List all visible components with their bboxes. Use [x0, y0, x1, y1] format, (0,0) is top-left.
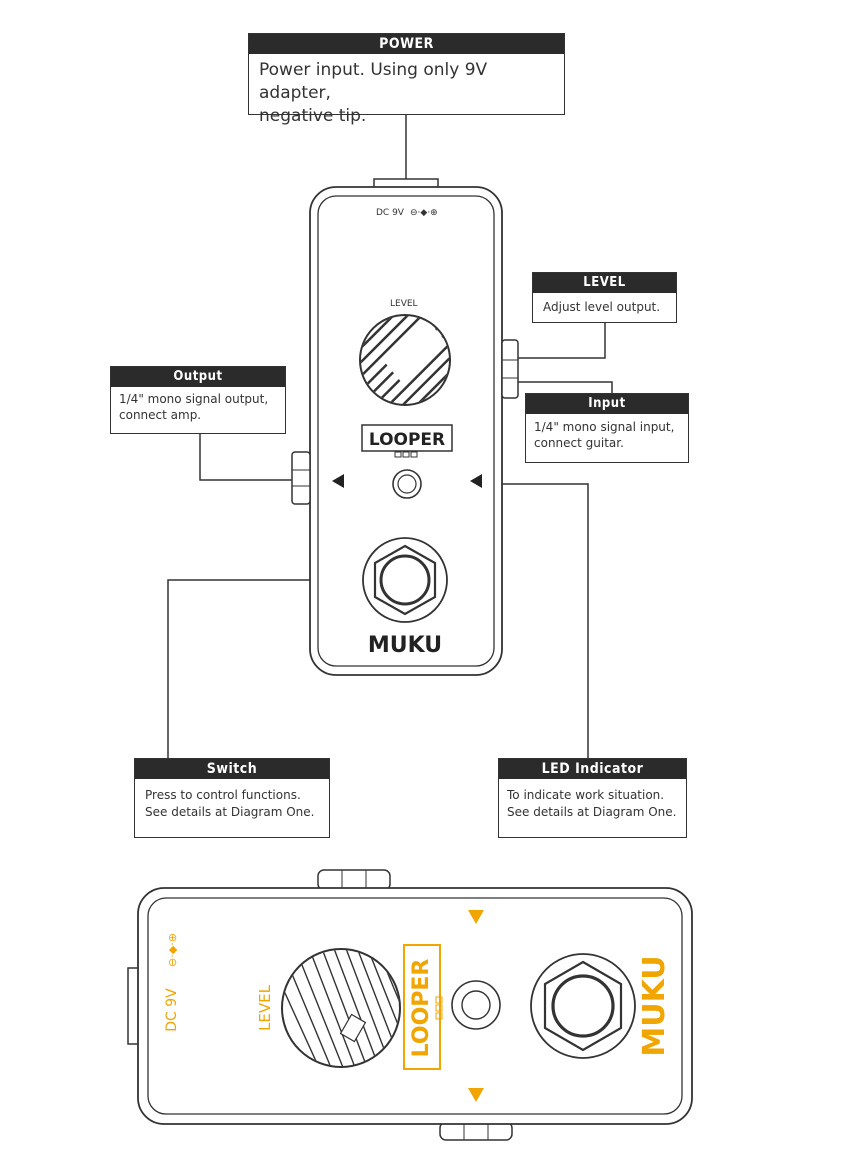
pedal-top-view: DC 9V ⊖·◆·⊕ LEVEL LOOP — [127, 869, 693, 1141]
top-arrow-upper-icon — [468, 910, 484, 924]
output-callout: Output 1/4" mono signal output, connect … — [110, 366, 286, 434]
output-jack — [291, 451, 311, 505]
top-knob-label: LEVEL — [256, 984, 274, 1031]
top-looper-logo: LOOPER — [409, 959, 434, 1058]
front-dc-label: DC 9V — [376, 208, 405, 218]
front-looper-logo: LOOPER — [369, 430, 445, 450]
input-jack — [501, 339, 519, 399]
output-leader-line — [199, 414, 300, 481]
input-leader-line — [513, 381, 613, 394]
output-arrow-icon — [332, 474, 344, 488]
front-knob-label: LEVEL — [390, 299, 418, 309]
output-callout-title: Output — [111, 367, 285, 387]
input-callout-line2: connect guitar. — [534, 436, 624, 450]
pedal-body-inner — [317, 195, 495, 667]
input-callout: Input 1/4" mono signal input, connect gu… — [525, 393, 689, 463]
input-callout-title: Input — [526, 394, 688, 414]
switch-callout: Switch Press to control functions. See d… — [134, 758, 330, 838]
power-callout-line1: Power input. Using only 9V adapter, — [259, 60, 488, 103]
top-body-inner — [147, 897, 683, 1115]
led-callout-title: LED Indicator — [499, 759, 686, 779]
top-jack-upper — [317, 869, 391, 891]
input-callout-line1: 1/4" mono signal input, — [534, 420, 675, 434]
power-callout-line2: negative tip. — [259, 106, 367, 126]
output-callout-line1: 1/4" mono signal output, — [119, 392, 269, 406]
front-looper-badge — [361, 424, 453, 452]
output-callout-line2: connect amp. — [119, 408, 202, 422]
top-arrow-lower-icon — [468, 1088, 484, 1102]
top-dc-label: DC 9V — [164, 988, 180, 1032]
front-brand: MUKU — [368, 633, 442, 658]
led-callout-line2: See details at Diagram One. — [507, 805, 677, 819]
level-callout-line1: Adjust level output. — [543, 300, 661, 314]
footswitch-button — [379, 554, 431, 606]
level-callout: LEVEL Adjust level output. — [532, 272, 677, 323]
switch-callout-line1: Press to control functions. — [145, 788, 301, 802]
top-footswitch-button — [551, 974, 615, 1038]
switch-callout-title: Switch — [135, 759, 329, 779]
top-brand: MUKU — [637, 955, 672, 1056]
power-callout-title: POWER — [249, 34, 564, 54]
led-callout-line1: To indicate work situation. — [507, 788, 665, 802]
pedal-front-view: DC 9V ⊖·◆·⊕ LEVEL LOOPER MUKU — [291, 178, 519, 676]
top-level-knob — [281, 948, 401, 1068]
front-polarity-icon: ⊖·◆·⊕ — [410, 208, 438, 218]
top-looper-badge — [403, 944, 441, 1070]
level-knob-grip — [361, 316, 449, 404]
switch-callout-line2: See details at Diagram One. — [145, 805, 315, 819]
led-callout: LED Indicator To indicate work situation… — [498, 758, 687, 838]
level-callout-title: LEVEL — [533, 273, 676, 293]
input-arrow-icon — [470, 474, 482, 488]
power-callout: POWER Power input. Using only 9V adapter… — [248, 33, 565, 126]
top-polarity-icon: ⊖·◆·⊕ — [166, 933, 179, 967]
